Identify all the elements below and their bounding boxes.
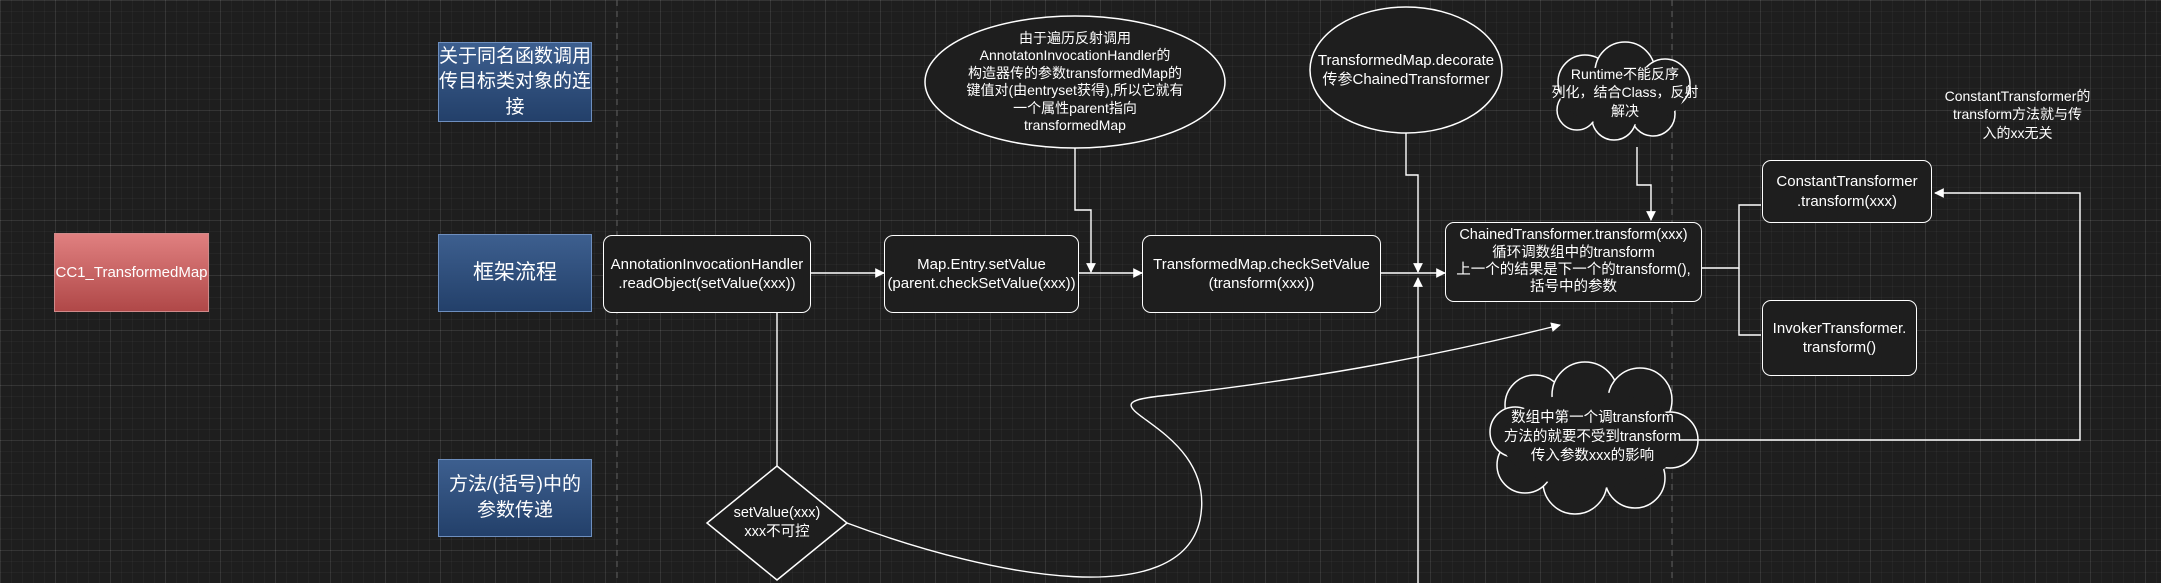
chained-transform-box: ChainedTransformer.transform(xxx) 循环调数组中… [1445, 222, 1702, 302]
parent-note-text: 由于遍历反射调用 AnnotatonInvocationHandler的 构造器… [925, 22, 1225, 142]
cloud-text-line: 解决 [1610, 102, 1639, 119]
lane-label-line: 接 [505, 96, 525, 118]
cloud-text-line: 数组中第一个调transform [1511, 410, 1674, 427]
first-transform-note-text: 数组中第一个调transform 方法的就要不受到transform 传入参数x… [1495, 400, 1690, 475]
cc1-transformedmap-label: CC1_TransformedMap [54, 233, 209, 312]
cloud-text-line: Runtime不能反序 [1570, 66, 1680, 83]
edge-parent-note-to-setvalue [1074, 148, 1096, 273]
box-text-line: 括号中的参数 [1529, 279, 1617, 296]
lane-label-line: 传目标类对象的连 [439, 71, 592, 93]
runtime-cloud-shape [1556, 41, 1691, 141]
lane-label-line: 方法/(括号)中的 [449, 474, 581, 496]
cloud-text-line: 列化，结合Class，反射 [1551, 84, 1699, 101]
edge-runtime-to-chained [1636, 147, 1656, 221]
constant-transform-box: ConstantTransformer .transform(xxx) [1762, 160, 1932, 223]
box-text-line: transform() [1802, 339, 1877, 356]
note-text-line: AnnotatonInvocationHandler的 [979, 47, 1171, 63]
setvalue-diamond-shape [705, 465, 849, 581]
runtime-note-text: Runtime不能反序 列化，结合Class，反射 解决 [1550, 60, 1700, 125]
note-text-line: 传参ChainedTransformer [1322, 71, 1490, 88]
lane-label-line: 参数传递 [476, 500, 553, 521]
transformedmap-checksetvalue-box: TransformedMap.checkSetValue (transform(… [1142, 235, 1381, 313]
free-text-line: transform方法就与传 [1952, 106, 2083, 123]
map-entry-setvalue-box: Map.Entry.setValue (parent.checkSetValue… [884, 235, 1079, 313]
note-text-line: 构造器传的参数transformedMap的 [968, 64, 1182, 81]
box-text-line: AnnotationInvocationHandler [610, 255, 804, 273]
box-text-line: (parent.checkSetValue(xxx)) [887, 275, 1076, 292]
note-text-line: transformedMap [1024, 117, 1126, 133]
invoker-transform-box: InvokerTransformer. transform() [1762, 300, 1917, 376]
setvalue-diamond-text: setValue(xxx) xxx不可控 [712, 500, 842, 546]
constant-note-text: ConstantTransformer的 transform方法就与传 入的xx… [1925, 82, 2110, 147]
lane-label-line: 关于同名函数调用 [439, 45, 592, 67]
box-text-line: .readObject(setValue(xxx)) [618, 275, 796, 292]
edge-decorate-note-to-flow [1405, 133, 1423, 273]
note-text-line: 一个属性parent指向 [1013, 99, 1137, 116]
lane-label-framework-flow: 框架流程 [438, 234, 592, 312]
box-text-line: 循环调数组中的transform [1492, 244, 1655, 261]
box-text-line: ChainedTransformer.transform(xxx) [1459, 227, 1688, 244]
diamond-text-line: xxx不可控 [744, 524, 810, 540]
note-text-line: 键值对(由entryset获得),所以它就有 [966, 82, 1184, 98]
decorate-note-text: TransformedMap.decorate 传参ChainedTransfo… [1310, 40, 1502, 100]
diamond-text-line: setValue(xxx) [733, 505, 821, 522]
box-text-line: 上一个的结果是下一个的transform(), [1456, 262, 1691, 278]
lane-label-param-passing: 方法/(括号)中的 参数传递 [438, 459, 592, 537]
cloud-text-line: 传入参数xxx的影响 [1530, 447, 1655, 464]
free-text-line: ConstantTransformer的 [1944, 88, 2091, 105]
box-text-line: InvokerTransformer. [1772, 319, 1907, 337]
edge-cloud-to-constant [1680, 188, 2081, 441]
free-text-line: 入的xx无关 [1982, 124, 2053, 141]
lane-label-same-name-call: 关于同名函数调用 传目标类对象的连 接 [438, 42, 592, 122]
annotation-readobject-box: AnnotationInvocationHandler .readObject(… [603, 235, 811, 313]
first-transform-cloud-shape [1489, 361, 1699, 515]
box-text-line: .transform(xxx) [1796, 192, 1897, 210]
lane-label-line: 框架流程 [473, 260, 557, 284]
note-text-line: TransformedMap.decorate [1317, 51, 1495, 69]
box-text-line: TransformedMap.checkSetValue [1153, 255, 1370, 273]
box-text-line: ConstantTransformer [1776, 173, 1918, 190]
box-text-line: (transform(xxx)) [1208, 275, 1315, 292]
note-text-line: 由于遍历反射调用 [1018, 29, 1131, 46]
edge-chained-to-invoker [1738, 268, 1761, 336]
box-text-line: Map.Entry.setValue [917, 255, 1046, 273]
cloud-text-line: 方法的就要不受到transform [1503, 429, 1682, 446]
edge-diamond-to-chained-curve [846, 322, 1561, 578]
edge-chained-to-constant [1702, 204, 1761, 269]
